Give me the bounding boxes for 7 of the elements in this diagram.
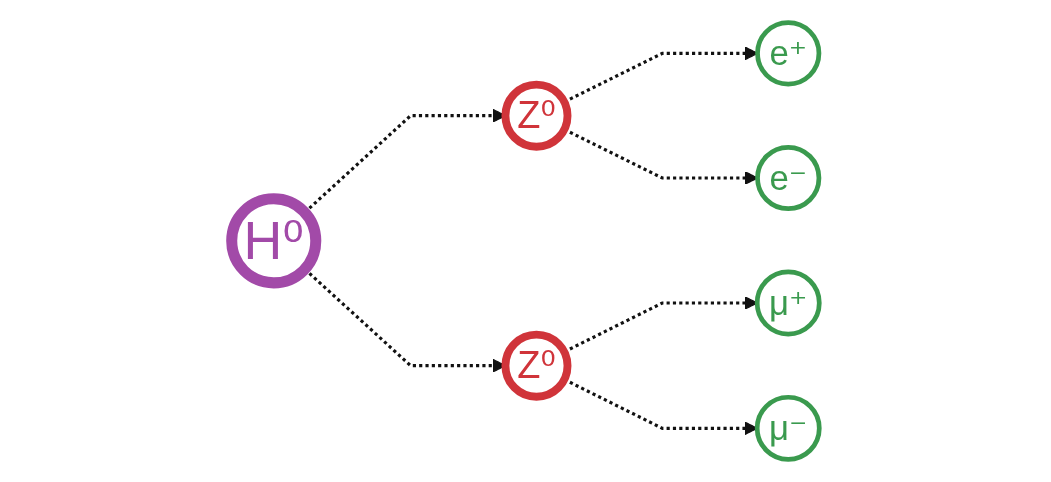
node-circle: Z⁰ bbox=[501, 330, 572, 401]
node-circle: Z⁰ bbox=[501, 80, 572, 151]
node-circle: H⁰ bbox=[226, 193, 322, 289]
node-circle: e⁺ bbox=[755, 20, 822, 87]
node-circle: μ⁻ bbox=[754, 394, 822, 462]
node-circle: e⁻ bbox=[755, 144, 822, 212]
node-circle: μ⁺ bbox=[754, 269, 822, 337]
